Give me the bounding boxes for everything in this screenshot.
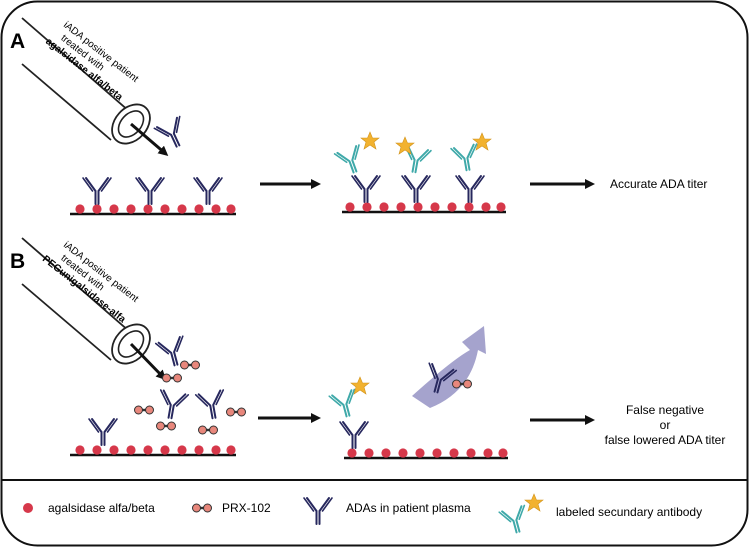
legend: agalsidase alfa/beta PRX-102 ADAs in pat… [23,493,702,537]
labeled-antibody-icon [498,504,532,537]
legend-label-agalsidase: agalsidase alfa/beta [48,501,155,515]
label-star [360,131,380,150]
prx-102 [179,359,201,371]
star-icon [524,493,544,512]
bound-ada [135,177,165,205]
prx-102-icon [191,502,213,514]
prx-102 [161,372,183,384]
prx-102 [155,420,177,432]
bound-ada [455,175,485,203]
agalsidase-beads [75,445,236,455]
panel-a-letter: A [10,30,25,53]
prx-102 [225,406,247,418]
plate-a-detected [333,131,506,214]
plate-b-detected [328,326,508,460]
panel-a: A iADA positive patient treated with aga… [10,17,707,216]
removal-arrow [412,326,486,408]
free-ada-b [155,388,190,422]
bound-ada [193,177,223,205]
free-ada-b [194,388,229,422]
prx-102 [197,424,219,436]
agalsidase-beads [347,448,508,458]
secondary-antibody [328,388,362,421]
tube-a-flow-arrow [130,122,169,156]
legend-label-ada: ADAs in patient plasma [346,501,471,515]
plate-b-uncoated [70,418,236,457]
bound-ada [88,418,118,446]
bound-ada [351,175,381,203]
antibody-icon [303,497,333,525]
agalsidase-beads [75,204,236,214]
free-ada-a [153,115,192,153]
red-dot-icon [23,503,33,513]
panel-b-letter: B [10,250,25,273]
result-a: Accurate ADA titer [610,177,707,191]
prx-102 [133,404,155,416]
bound-ada [82,177,112,205]
result-b-line-3: false lowered ADA titer [605,433,726,447]
agalsidase-beads [345,202,506,212]
plate-a-uncoated [70,177,236,216]
tube-b-flow-arrow [129,342,167,381]
legend-label-prx-102: PRX-102 [222,501,271,515]
legend-label-secondary: labeled secundary antibody [556,505,702,519]
bound-ada [401,175,431,203]
bound-ada [339,421,369,449]
secondary-antibody [333,144,369,178]
result-b-line-2: or [660,418,671,432]
result-b-line-1: False negative [626,403,704,417]
panel-b: B iADA positive patient treated with PEG… [10,237,726,460]
